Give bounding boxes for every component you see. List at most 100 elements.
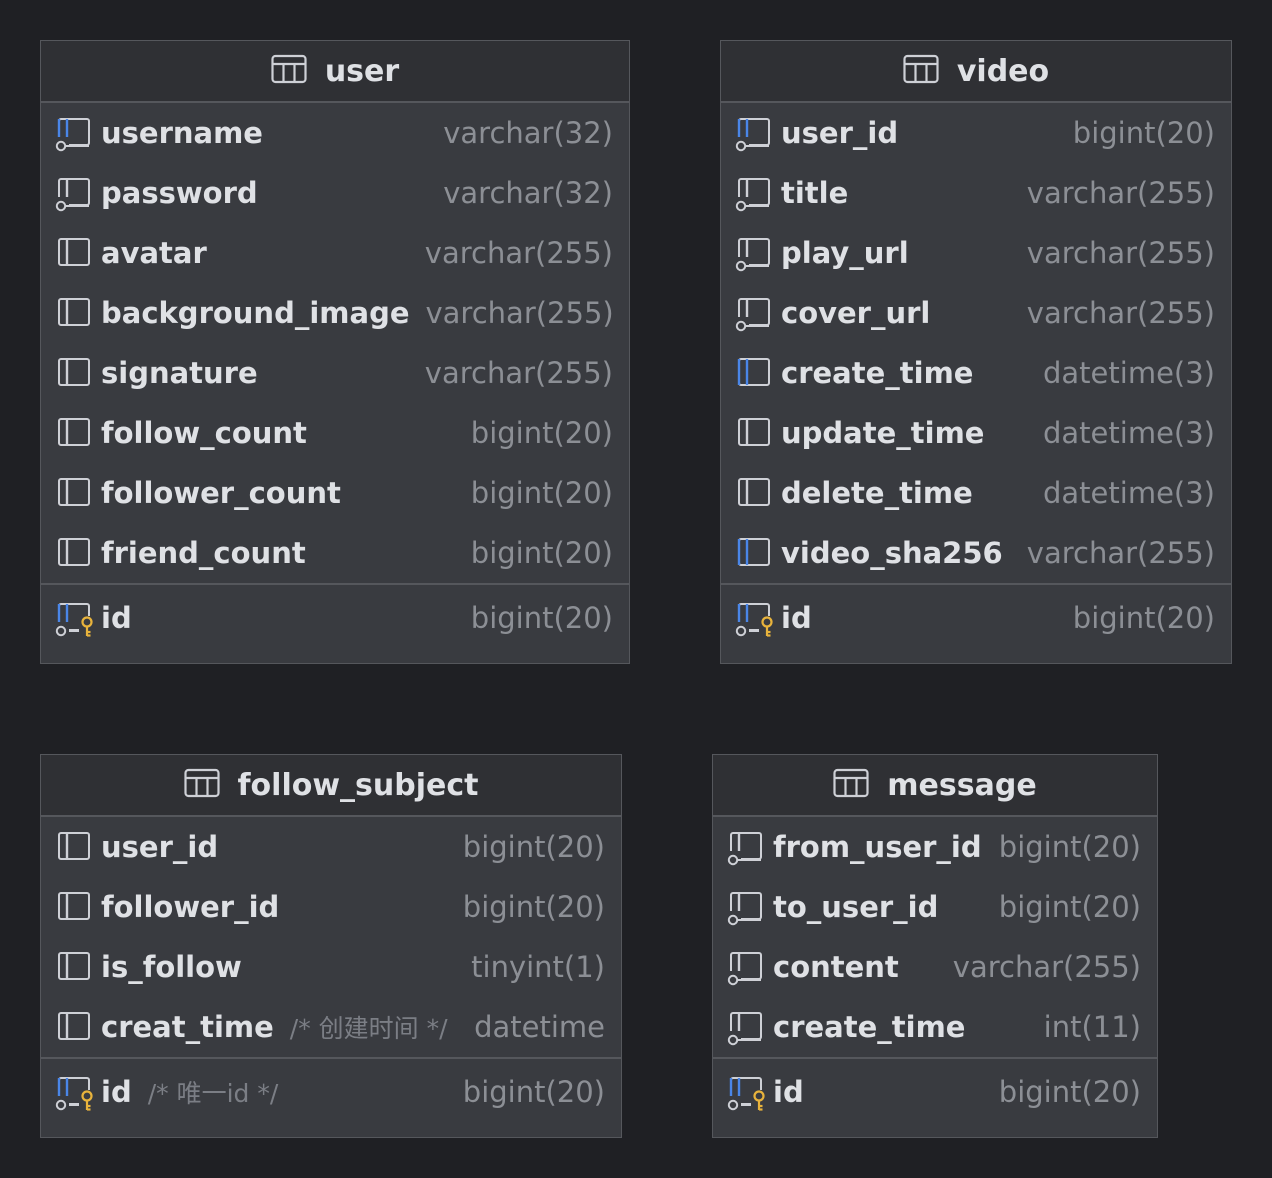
- column-type: varchar(255): [424, 236, 613, 270]
- column-type: bigint(20): [470, 476, 613, 510]
- column-row[interactable]: avatar varchar(255): [41, 223, 629, 283]
- column-notnull-icon: [727, 887, 767, 927]
- column-notnull-icon: [727, 1007, 767, 1047]
- table-title: video: [956, 53, 1050, 89]
- column-row[interactable]: create_time int(11): [713, 997, 1157, 1057]
- primary-key-icon: [735, 598, 775, 638]
- column-type: bigint(20): [998, 830, 1141, 864]
- table-icon: [183, 768, 220, 802]
- column-type: varchar(255): [425, 296, 614, 330]
- column-icon: [55, 293, 95, 333]
- column-name: create_time: [781, 356, 974, 390]
- primary-key-icon: [55, 1072, 95, 1112]
- column-notnull-indexed-icon: [735, 113, 775, 153]
- column-name: update_time: [781, 416, 985, 450]
- column-name: friend_count: [101, 536, 306, 570]
- column-row[interactable]: user_id bigint(20): [41, 817, 621, 877]
- column-name: username: [101, 116, 263, 150]
- column-name: video_sha256: [781, 536, 1003, 570]
- column-notnull-icon: [727, 947, 767, 987]
- table-title: user: [324, 53, 400, 89]
- column-type: bigint(20): [462, 890, 605, 924]
- column-type: bigint(20): [1072, 116, 1215, 150]
- column-name: id: [101, 601, 132, 635]
- column-name: id: [773, 1075, 804, 1109]
- column-type: bigint(20): [462, 830, 605, 864]
- primary-key-row[interactable]: id bigint(20): [713, 1057, 1157, 1125]
- column-type: int(11): [1043, 1010, 1141, 1044]
- column-icon: [55, 413, 95, 453]
- column-indexed-icon: [735, 353, 775, 393]
- primary-key-icon: [55, 598, 95, 638]
- column-row[interactable]: is_follow tinyint(1): [41, 937, 621, 997]
- column-name: is_follow: [101, 950, 242, 984]
- table-header[interactable]: user: [41, 41, 629, 103]
- column-icon: [735, 473, 775, 513]
- column-row[interactable]: play_url varchar(255): [721, 223, 1231, 283]
- column-row[interactable]: user_id bigint(20): [721, 103, 1231, 163]
- column-name: create_time: [773, 1010, 966, 1044]
- column-name: user_id: [781, 116, 899, 150]
- column-icon: [55, 827, 95, 867]
- column-icon: [55, 233, 95, 273]
- column-row[interactable]: username varchar(32): [41, 103, 629, 163]
- column-name: play_url: [781, 236, 909, 270]
- column-name: avatar: [101, 236, 207, 270]
- column-icon: [55, 533, 95, 573]
- column-notnull-icon: [727, 827, 767, 867]
- column-type: varchar(255): [1026, 176, 1215, 210]
- column-type: bigint(20): [462, 1075, 605, 1109]
- column-type: varchar(255): [424, 356, 613, 390]
- table-header[interactable]: video: [721, 41, 1231, 103]
- table-header[interactable]: message: [713, 755, 1157, 817]
- column-type: varchar(32): [443, 116, 613, 150]
- column-name: content: [773, 950, 899, 984]
- primary-key-icon: [727, 1072, 767, 1112]
- column-name: follower_id: [101, 890, 280, 924]
- column-type: bigint(20): [470, 601, 613, 635]
- column-row[interactable]: follower_id bigint(20): [41, 877, 621, 937]
- column-list: user_id bigint(20) follower_id bigint(20) is…: [41, 817, 621, 1125]
- table-icon: [833, 768, 869, 802]
- column-type: bigint(20): [998, 890, 1141, 924]
- column-name: user_id: [101, 830, 219, 864]
- primary-key-row[interactable]: id/* 唯一id */bigint(20): [41, 1057, 621, 1125]
- column-row[interactable]: from_user_id bigint(20): [713, 817, 1157, 877]
- column-row[interactable]: creat_time/* 创建时间 */datetime: [41, 997, 621, 1057]
- column-name: from_user_id: [773, 830, 982, 864]
- column-notnull-indexed-icon: [55, 113, 95, 153]
- column-notnull-icon: [735, 173, 775, 213]
- column-type: bigint(20): [998, 1075, 1141, 1109]
- column-name: id: [781, 601, 812, 635]
- column-icon: [55, 473, 95, 513]
- table-header[interactable]: follow_subject: [41, 755, 621, 817]
- column-type: tinyint(1): [471, 950, 605, 984]
- column-name: creat_time: [101, 1010, 274, 1044]
- primary-key-row[interactable]: id bigint(20): [41, 583, 629, 651]
- column-type: varchar(32): [443, 176, 613, 210]
- column-type: varchar(255): [1026, 236, 1215, 270]
- column-icon: [55, 887, 95, 927]
- column-icon: [55, 947, 95, 987]
